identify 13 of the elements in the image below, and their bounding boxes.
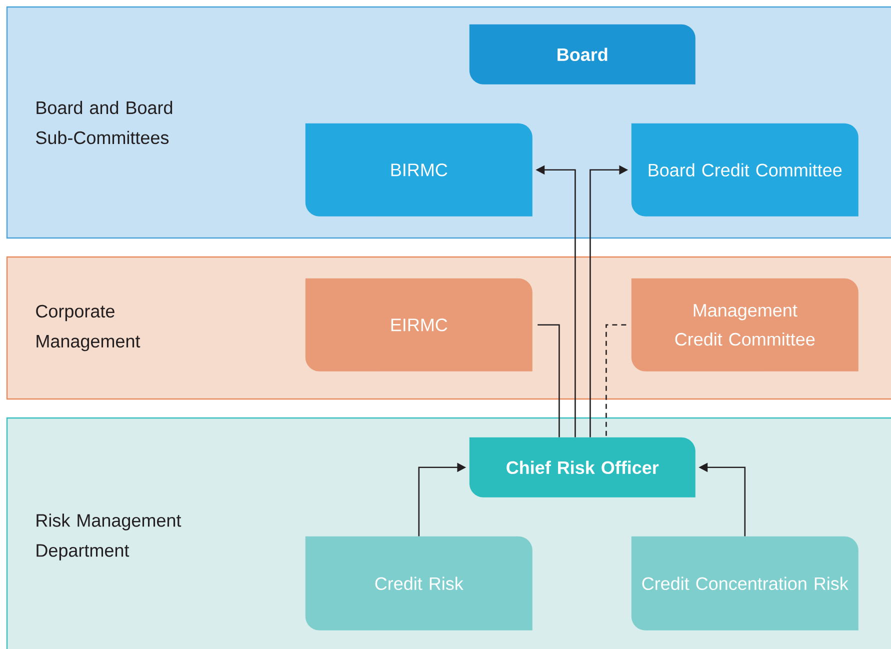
connector <box>606 324 626 438</box>
committee-box: Board Credit Committee <box>631 123 858 216</box>
committee-box: BIRMC <box>305 123 532 216</box>
committee-box: Management Credit Committee <box>631 278 858 372</box>
band-label: Board and Board Sub-Committees <box>36 100 172 144</box>
band-label: Risk Management Department <box>36 514 182 560</box>
committee-box: Credit Concentration Risk <box>631 536 858 630</box>
band-label: Corporate Management <box>36 304 140 352</box>
committee-box: EIRMC <box>305 278 532 372</box>
title-box: Chief Risk Officer <box>469 437 696 498</box>
connector <box>538 324 560 438</box>
committee-box: Credit Risk <box>305 536 532 630</box>
title-box: Board <box>469 24 696 84</box>
